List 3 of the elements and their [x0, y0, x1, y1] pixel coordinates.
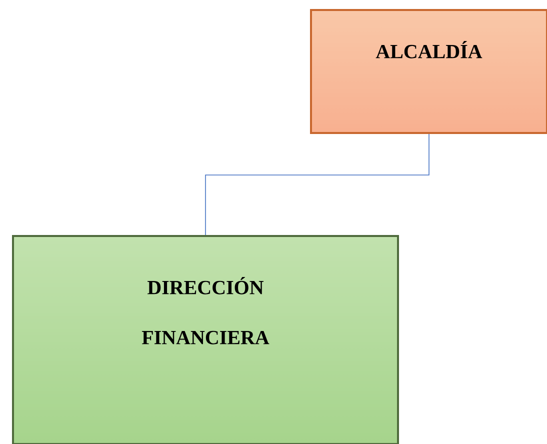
- process-box: DIRECCIÓN FINANCIERA: [12, 235, 399, 444]
- connector-line: [205, 134, 430, 236]
- process-box: ALCALDÍA: [310, 9, 547, 134]
